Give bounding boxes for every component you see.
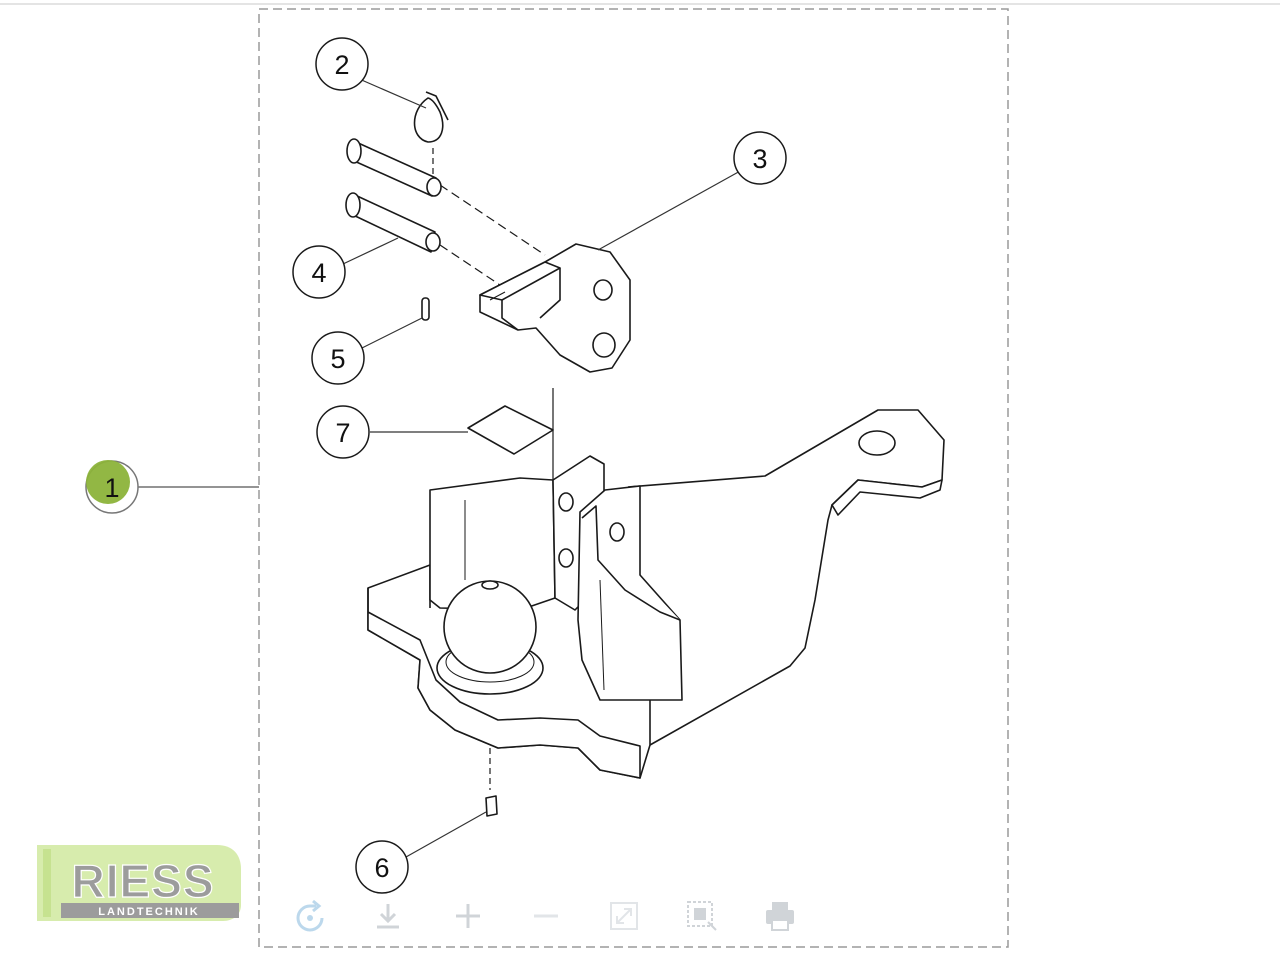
- rotate-icon: [296, 899, 324, 932]
- bracket: [479, 243, 631, 373]
- callout-3-label: 3: [752, 144, 767, 174]
- callout-4[interactable]: 4: [292, 245, 346, 299]
- callout-7-label: 7: [335, 418, 350, 448]
- callout-7[interactable]: 7: [316, 405, 370, 459]
- drawbar-body: [367, 388, 945, 790]
- callout-1[interactable]: 1: [85, 460, 139, 514]
- zoom-out-icon: [534, 914, 558, 918]
- grease-nipple: [485, 795, 498, 817]
- linch-pin: [413, 91, 449, 143]
- callout-3[interactable]: 3: [733, 131, 787, 185]
- zoom-in-icon: [456, 904, 480, 928]
- pin-upper: [346, 138, 442, 197]
- print-icon: [766, 902, 794, 931]
- roll-pin: [421, 297, 430, 321]
- select-area-button[interactable]: [674, 888, 730, 944]
- wear-plate: [467, 405, 554, 455]
- callout-6[interactable]: 6: [355, 840, 409, 894]
- coupling-ball: [443, 580, 537, 674]
- svg-text:LANDTECHNIK: LANDTECHNIK: [98, 906, 199, 918]
- riess-logo: RIESS LANDTECHNIK: [37, 845, 241, 923]
- callout-2[interactable]: 2: [315, 37, 369, 91]
- pin-lower: [345, 192, 441, 253]
- fullscreen-button[interactable]: [596, 888, 652, 944]
- callout-2-label: 2: [334, 50, 349, 80]
- callout-1-label: 1: [104, 473, 119, 503]
- zoom-out-button[interactable]: [518, 888, 574, 944]
- download-button[interactable]: [360, 888, 416, 944]
- callout-5[interactable]: 5: [311, 331, 365, 385]
- fullscreen-icon: [610, 902, 638, 930]
- callout-4-label: 4: [311, 258, 326, 288]
- print-button[interactable]: [752, 888, 808, 944]
- callout-5-label: 5: [330, 344, 345, 374]
- download-icon: [377, 904, 399, 929]
- rotate-button[interactable]: [282, 888, 338, 944]
- svg-text:RIESS: RIESS: [71, 855, 214, 907]
- assembly-frame: [258, 8, 1009, 948]
- select-area-icon: [687, 901, 717, 931]
- zoom-in-button[interactable]: [440, 888, 496, 944]
- callout-6-label: 6: [374, 853, 389, 883]
- viewer-toolbar: [280, 888, 840, 944]
